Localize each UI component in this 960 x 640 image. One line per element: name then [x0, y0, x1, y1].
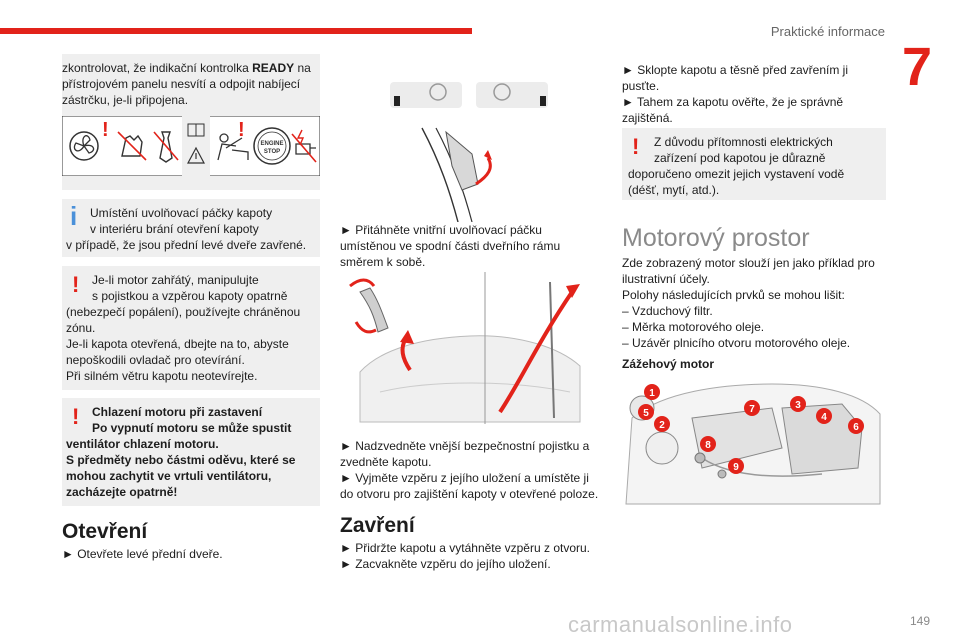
callout-3: [790, 396, 806, 412]
fan-warning-line-2: Po vypnutí motoru se může spustit: [92, 421, 292, 435]
svg-text:STOP: STOP: [264, 149, 280, 155]
close-step-1: ► Přidržte kapotu a vytáhněte vzpěru z o…: [340, 541, 591, 555]
callout-8: [700, 436, 716, 452]
callout-6: [848, 418, 864, 434]
fan-warning-title: Chlazení motoru při zastavení: [92, 405, 263, 419]
close-step-3: ► Sklopte kapotu a těsně před zavřením j…: [622, 63, 848, 93]
callout-6-label: 6: [853, 422, 859, 433]
hot-engine-warning-box: ! Je-li motor zahřátý, manipulujte s poj…: [62, 266, 320, 390]
watermark: carmanualsonline.info: [568, 612, 793, 637]
mechanic-icon: [217, 133, 249, 161]
info-note-box: i Umístění uvolňovací páčky kapoty v int…: [62, 199, 320, 257]
engine-stop-icon: ENGINE STOP: [253, 127, 291, 165]
page-number: 149: [909, 614, 930, 628]
callout-5: [638, 404, 654, 420]
info-line-1: Umístění uvolňovací páčky kapoty: [90, 206, 273, 220]
warning-line-5: Při silném větru kapotu neotevírejte.: [66, 369, 258, 383]
info-line-2: v interiéru brání otevření kapoty: [90, 222, 259, 236]
callout-2: [654, 416, 670, 432]
callout-2-label: 2: [659, 420, 665, 431]
callout-9: [728, 458, 744, 474]
callout-3-label: 3: [795, 400, 801, 411]
warning-icon: !: [72, 404, 80, 429]
warning-icon: !: [632, 134, 640, 159]
warning-line-2: s pojistkou a vzpěrou kapoty opatrně: [92, 289, 288, 303]
charging-plug-icon: [291, 129, 317, 163]
open-step-4: ► Vyjměte vzpěru z jejího uložení a umís…: [340, 471, 599, 501]
water-warning-line-3: doporučeno omezit jejich vystavení vodě …: [628, 167, 845, 197]
open-step-1: ► Otevřete levé přední dveře.: [62, 547, 223, 561]
water-warning-line-2: zařízení pod kapotou je důrazně: [654, 151, 826, 165]
callout-8-label: 8: [705, 440, 711, 451]
manual-icon: [187, 123, 205, 137]
callout-1: [644, 384, 660, 400]
tie-icon: [153, 131, 179, 163]
svg-text:!: !: [102, 119, 109, 141]
engine-bay-intro-2: Polohy následujících prvků se mohou liši…: [622, 288, 845, 302]
fan-warning-line-3: ventilátor chlazení motoru.: [66, 437, 219, 451]
engine-compartment-illustration: 1 2 3 4 5 6 7 8 9: [622, 378, 884, 508]
callout-1-label: 1: [649, 388, 655, 399]
list-item: – Vzduchový filtr.: [622, 304, 713, 318]
callout-5-label: 5: [643, 408, 649, 419]
fan-warning-line-4: S předměty nebo částmi oděvu, které se m…: [66, 453, 296, 499]
caution-triangle-icon: [187, 146, 205, 164]
warning-line-4: Je-li kapota otevřená, dbejte na to, aby…: [66, 337, 289, 367]
list-item: – Uzávěr plnicího otvoru motorového olej…: [622, 336, 851, 350]
warning-pictograms: ! ! ENGINE STOP: [62, 116, 320, 176]
engine-bay-intro-1: Zde zobrazený motor slouží jen jako přík…: [622, 256, 875, 286]
fan-icon: [69, 131, 99, 161]
list-item: – Měrka motorového oleje.: [622, 320, 765, 334]
callout-9-label: 9: [733, 462, 739, 473]
close-step-2: ► Zacvakněte vzpěru do jejího uložení.: [340, 557, 551, 571]
header-title: Praktické informace: [770, 24, 885, 39]
petrol-engine-title: Zážehový motor: [622, 357, 715, 371]
hand-icon: [117, 131, 147, 161]
water-warning-box: ! Z důvodu přítomnosti elektrických zaří…: [622, 128, 886, 200]
warning-icon: !: [72, 272, 80, 297]
open-step-3: ► Nadzvedněte vnější bezpečnostní pojist…: [340, 439, 590, 469]
close-section-title: Zavření: [340, 514, 415, 537]
intro-note-box: zkontrolovat, že indikační kontrolka REA…: [62, 54, 320, 190]
callout-4-label: 4: [821, 412, 827, 423]
fan-warning-box: ! Chlazení motoru při zastavení Po vypnu…: [62, 398, 320, 506]
warning-line-1: Je-li motor zahřátý, manipulujte: [92, 273, 259, 287]
water-warning-line-1: Z důvodu přítomnosti elektrických: [654, 135, 833, 149]
header-accent-bar: [0, 28, 472, 34]
chapter-number: 7: [901, 37, 932, 97]
callout-7: [744, 400, 760, 416]
engine-bay-section-title: Motorový prostor: [622, 224, 810, 252]
open-section-title: Otevření: [62, 520, 148, 543]
callout-7-label: 7: [749, 404, 755, 415]
info-icon: i: [70, 201, 78, 231]
warning-line-3: (nebezpečí popálení), používejte chráněn…: [66, 305, 301, 335]
interior-release-lever-illustration: [390, 82, 548, 222]
open-step-2: ► Přitáhněte vnitřní uvolňovací páčku um…: [340, 223, 561, 269]
svg-text:!: !: [238, 119, 245, 141]
svg-text:ENGINE: ENGINE: [260, 141, 283, 147]
hood-safety-catch-illustration: [340, 272, 590, 424]
close-step-4: ► Tahem za kapotu ověřte, že je správně …: [622, 95, 844, 125]
intro-note-text: zkontrolovat, že indikační kontrolka REA…: [62, 61, 311, 107]
info-line-3: v případě, že jsou přední levé dveře zav…: [66, 238, 307, 252]
callout-4: [816, 408, 832, 424]
